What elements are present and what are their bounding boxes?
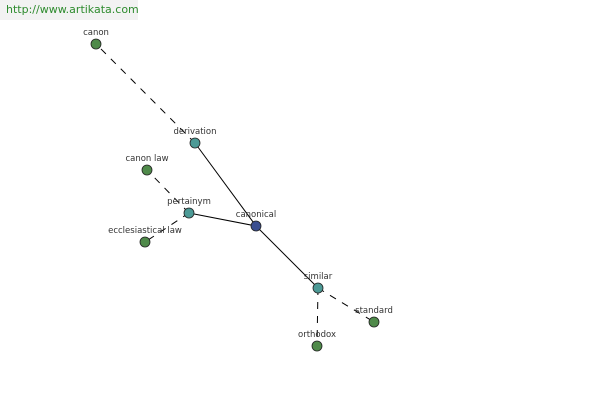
node-ecclesiastical-law[interactable]: ecclesiastical law (108, 226, 182, 248)
node-dot-canon[interactable] (90, 38, 102, 50)
edge-canonical-pertainym (188, 212, 257, 227)
node-label-orthodox[interactable]: orthodox (298, 330, 336, 340)
node-label-canon[interactable]: canon (83, 28, 109, 38)
edge-pertainym-canon-law (146, 169, 190, 214)
edge-similar-orthodox (316, 287, 319, 347)
edge-similar-standard (317, 287, 375, 323)
node-dot-derivation[interactable] (189, 137, 201, 149)
node-dot-similar[interactable] (312, 282, 324, 294)
node-dot-orthodox[interactable] (311, 340, 323, 352)
node-dot-pertainym[interactable] (183, 207, 195, 219)
node-canon-law[interactable]: canon law (125, 154, 169, 176)
node-dot-canon-law[interactable] (141, 164, 153, 176)
node-orthodox[interactable]: orthodox (298, 330, 336, 352)
node-label-pertainym[interactable]: pertainym (167, 197, 211, 207)
edge-canonical-derivation (194, 142, 257, 227)
graph-nodes: canonical derivation pertainym similar canon… (83, 28, 393, 352)
node-label-canonical[interactable]: canonical (236, 210, 276, 220)
node-dot-standard[interactable] (368, 316, 380, 328)
graph-edges (95, 43, 375, 347)
edge-derivation-canon (95, 43, 196, 144)
node-canon[interactable]: canon (83, 28, 109, 50)
edge-canonical-similar (255, 225, 319, 289)
node-pertainym[interactable]: pertainym (167, 197, 211, 219)
edge-pertainym-ecclesiastical-law (144, 212, 190, 243)
node-canonical[interactable]: canonical (236, 210, 276, 232)
node-label-standard[interactable]: standard (355, 306, 393, 316)
node-derivation[interactable]: derivation (173, 127, 217, 149)
node-dot-canonical[interactable] (250, 220, 262, 232)
node-standard[interactable]: standard (355, 306, 393, 328)
node-similar[interactable]: similar (304, 272, 333, 294)
node-label-canon-law[interactable]: canon law (125, 154, 168, 164)
node-label-derivation[interactable]: derivation (173, 127, 216, 137)
node-label-ecclesiastical-law[interactable]: ecclesiastical law (108, 226, 182, 236)
site-url-banner[interactable]: http://www.artikata.com (0, 0, 139, 20)
node-dot-ecclesiastical-law[interactable] (139, 236, 151, 248)
node-label-similar[interactable]: similar (304, 272, 333, 282)
